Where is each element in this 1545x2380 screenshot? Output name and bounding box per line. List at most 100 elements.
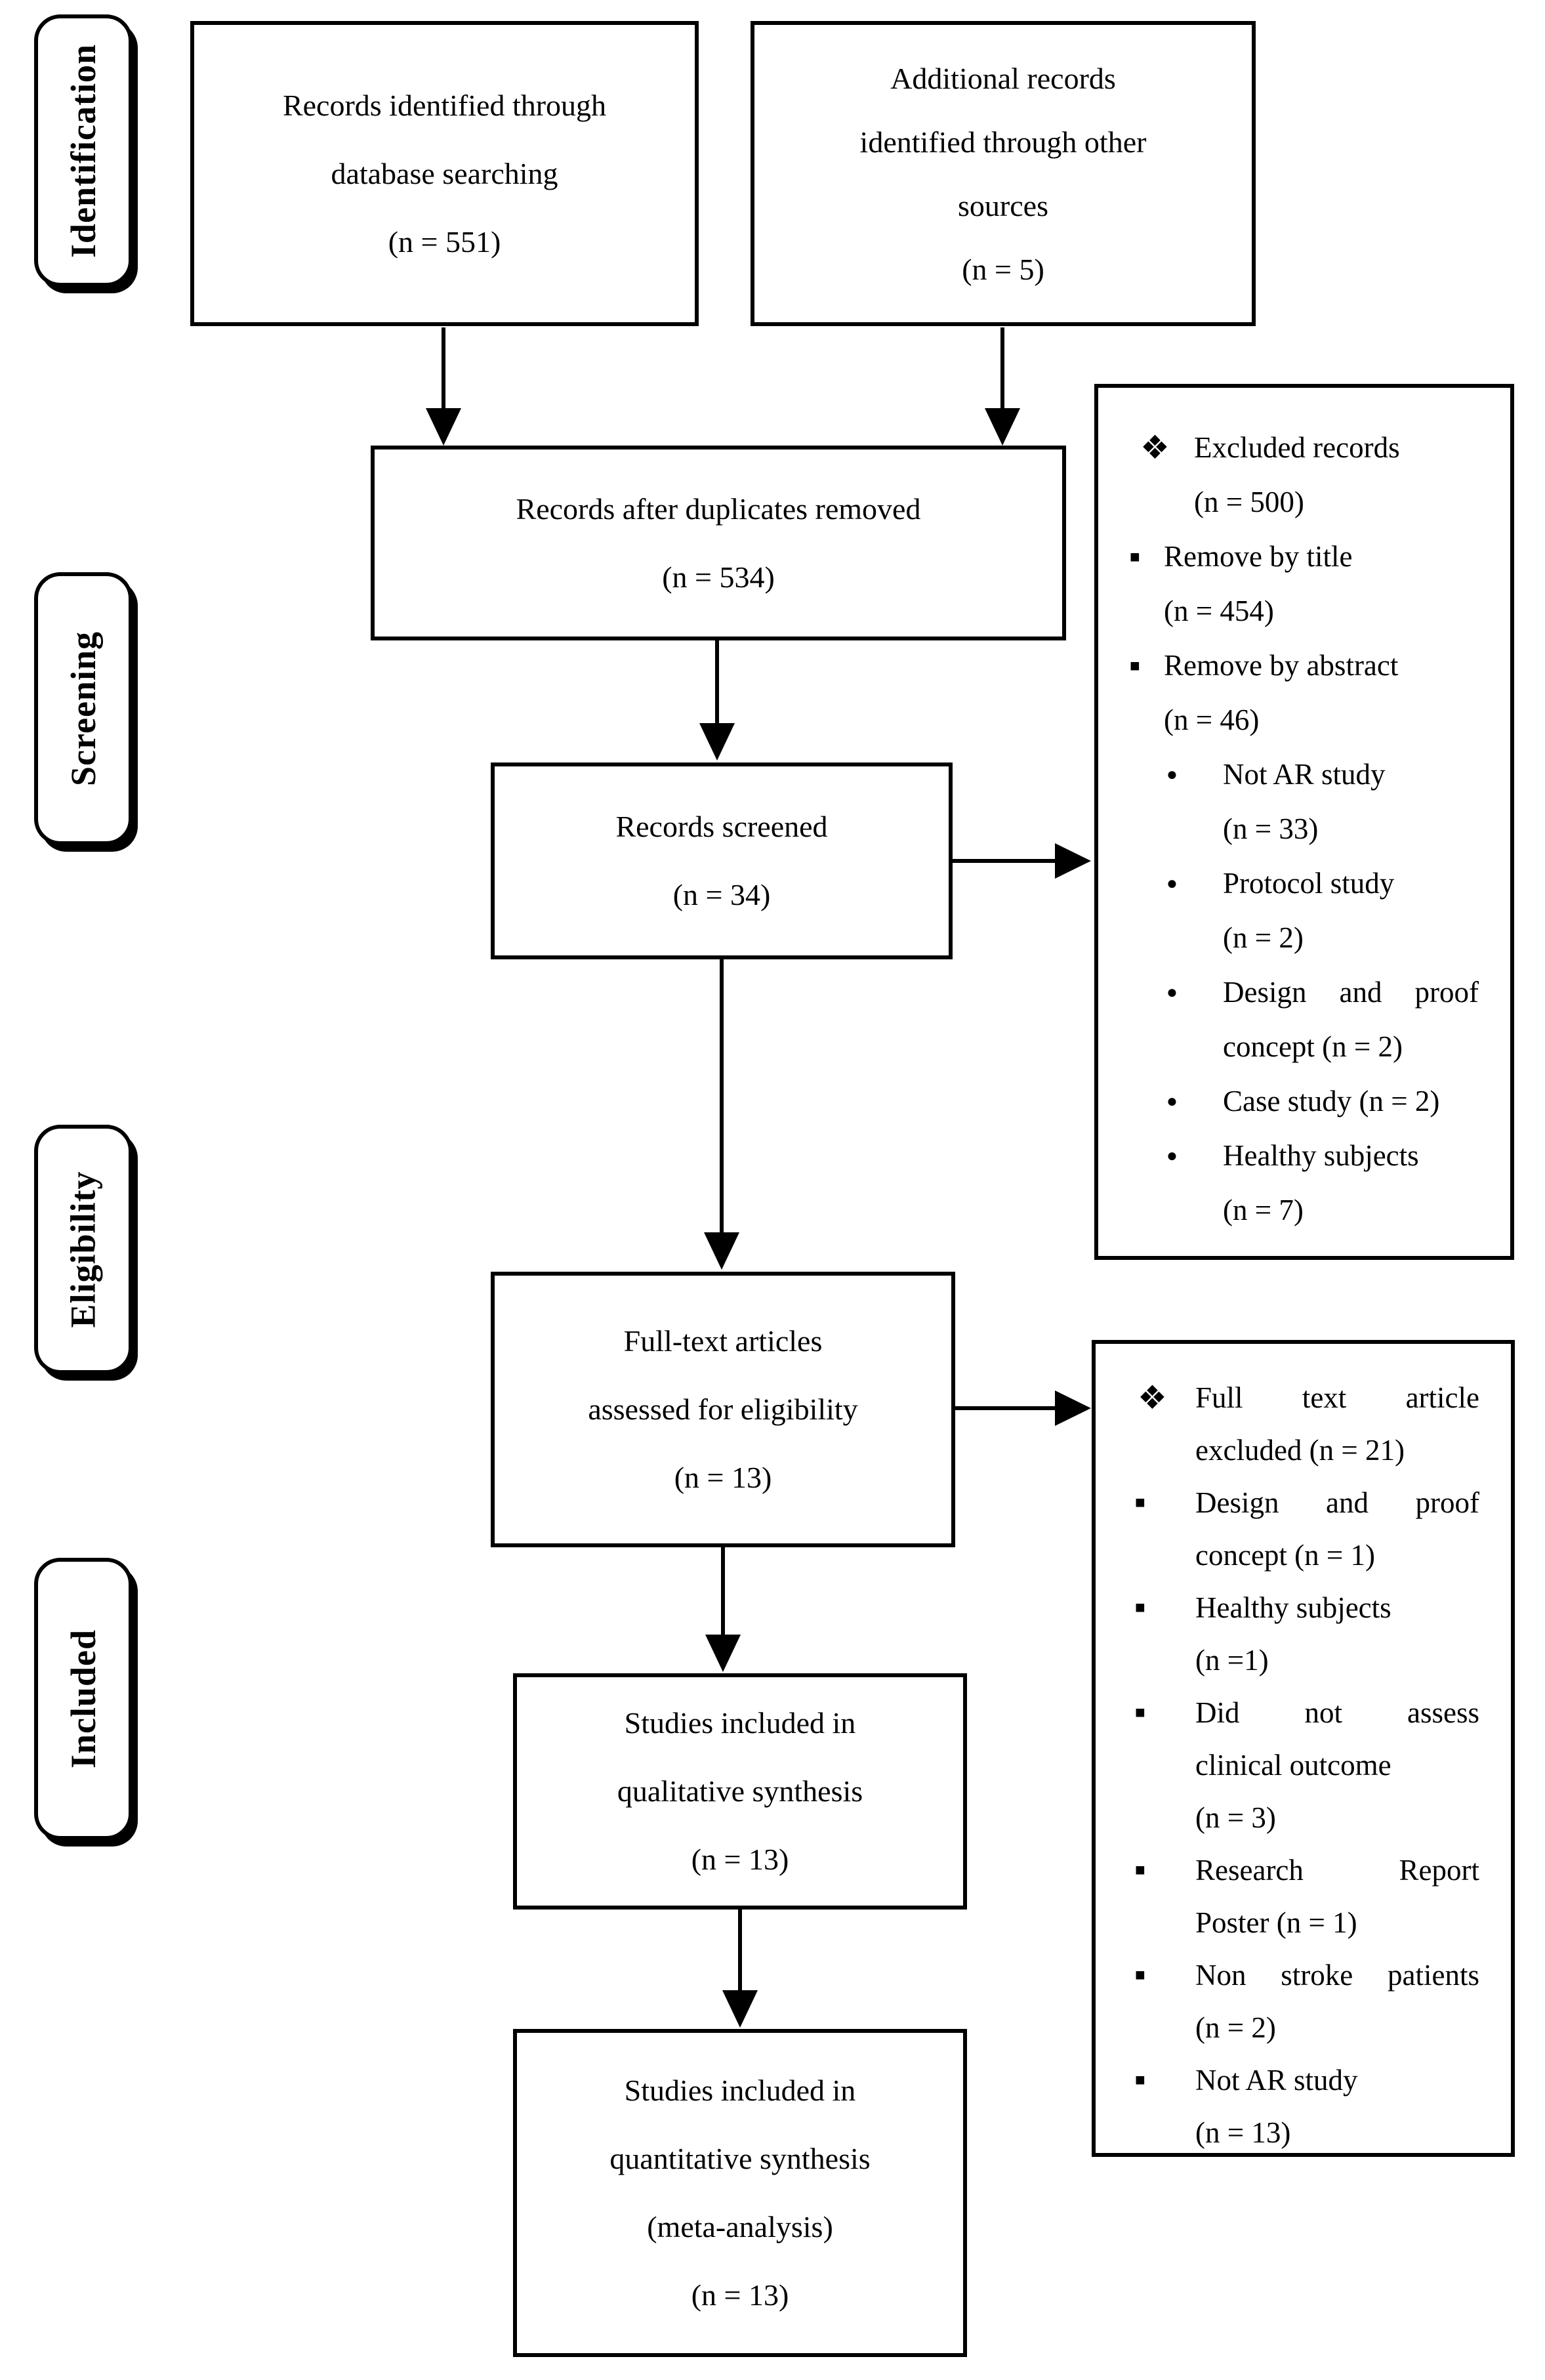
exclusion-item: ■ Remove by abstract (n = 46) bbox=[1098, 638, 1510, 747]
diamond-bullet-icon: ❖ bbox=[1138, 1379, 1167, 1416]
arrow-head-qualitative-to-quantitative bbox=[722, 1990, 758, 2028]
arrow-head-screened-to-fulltext bbox=[704, 1232, 739, 1270]
exclusion-text: Case study (n = 2) bbox=[1223, 1074, 1510, 1129]
circle-bullet-icon: ● bbox=[1166, 764, 1178, 785]
stage-label-text: Identification bbox=[64, 43, 104, 258]
square-bullet-icon: ■ bbox=[1135, 2070, 1145, 2089]
box-fulltext-exclusions: ❖ Full text article excluded (n = 21) ■ Desi… bbox=[1092, 1340, 1515, 2157]
arrow-line-qualitative-to-quantitative bbox=[738, 1910, 742, 1990]
box-line: (n = 13) bbox=[674, 1461, 772, 1494]
arrow-head-duplicates-to-screened bbox=[699, 723, 735, 761]
square-bullet-icon: ■ bbox=[1135, 1703, 1145, 1722]
exclusion-text: Not AR study(n = 33) bbox=[1223, 747, 1510, 856]
circle-bullet-icon: ● bbox=[1166, 1091, 1178, 1112]
exclusion-text: Remove by title (n = 454) bbox=[1164, 530, 1510, 638]
exclusion-item: ❖Excluded records(n = 500) bbox=[1098, 421, 1510, 530]
arrow-head-additional-to-duplicates bbox=[985, 408, 1020, 446]
square-bullet-icon: ■ bbox=[1130, 656, 1140, 675]
box-line: (meta-analysis) bbox=[647, 2210, 833, 2244]
exclusion-line: Poster (n = 1) bbox=[1195, 1906, 1357, 1939]
stage-label-included: Included bbox=[34, 1558, 133, 1840]
exclusion-line: (n = 2) bbox=[1195, 2011, 1276, 2044]
exclusion-line: Research Report bbox=[1195, 1854, 1479, 1887]
exclusion-text: Healthy subjects(n = 7) bbox=[1223, 1129, 1510, 1238]
stage-label-text: Eligibility bbox=[64, 1171, 103, 1328]
square-bullet-icon: ■ bbox=[1130, 547, 1140, 566]
exclusion-item: ■ Remove by title (n = 454) bbox=[1098, 530, 1510, 638]
stage-label-text: Screening bbox=[64, 631, 103, 786]
stage-label-screening: Screening bbox=[34, 572, 133, 845]
arrow-head-screened-to-exclusions bbox=[1055, 843, 1091, 879]
stage-label-identification: Identification bbox=[34, 14, 133, 287]
box-additional-records: Additional records identified through ot… bbox=[751, 21, 1256, 326]
box-line: (n = 551) bbox=[388, 224, 501, 259]
circle-bullet-icon: ● bbox=[1166, 873, 1178, 894]
exclusion-item: ❖ Full text article excluded (n = 21) bbox=[1096, 1371, 1511, 1476]
box-line: (n = 13) bbox=[691, 2278, 789, 2312]
exclusion-line: Did not assess bbox=[1195, 1696, 1479, 1729]
box-fulltext-assessed: Full-text articles assessed for eligibil… bbox=[491, 1272, 955, 1547]
arrow-line-fulltext-to-exclusions bbox=[955, 1406, 1055, 1410]
exclusion-line: Non stroke patients bbox=[1195, 1959, 1479, 1992]
exclusion-text: Not AR study (n = 13) bbox=[1195, 2054, 1511, 2159]
box-duplicates-removed: Records after duplicates removed (n = 53… bbox=[371, 446, 1066, 640]
square-bullet-icon: ■ bbox=[1135, 1860, 1145, 1879]
box-line: Additional records bbox=[890, 61, 1116, 95]
exclusion-text: Remove by abstract (n = 46) bbox=[1164, 638, 1510, 747]
exclusion-line: concept (n = 1) bbox=[1195, 1539, 1376, 1572]
exclusion-item: ● Healthy subjects(n = 7) bbox=[1098, 1129, 1510, 1238]
box-line: assessed for eligibility bbox=[588, 1392, 858, 1426]
exclusion-line: Remove by abstract bbox=[1164, 649, 1399, 682]
exclusion-line: Design and proof bbox=[1223, 976, 1479, 1009]
arrow-line-screened-to-fulltext bbox=[720, 959, 724, 1232]
exclusion-line: Excluded records bbox=[1194, 431, 1400, 464]
box-qualitative-synthesis: Studies included in qualitative synthesi… bbox=[513, 1673, 967, 1910]
arrow-head-fulltext-to-qualitative bbox=[705, 1635, 741, 1672]
exclusion-line: (n = 33) bbox=[1223, 812, 1319, 845]
exclusion-line: Protocol study bbox=[1223, 867, 1395, 900]
box-line: Records screened bbox=[615, 810, 828, 843]
exclusion-line: Full text article bbox=[1195, 1381, 1479, 1414]
box-line: Records identified through bbox=[282, 88, 607, 122]
exclusion-text: Protocol study(n = 2) bbox=[1223, 856, 1510, 965]
exclusion-line: concept (n = 2) bbox=[1223, 1030, 1403, 1063]
box-line: Studies included in bbox=[624, 2074, 856, 2107]
box-line: identified through other bbox=[859, 125, 1147, 159]
exclusion-line: (n = 3) bbox=[1195, 1801, 1276, 1834]
box-records-screened: Records screened (n = 34) bbox=[491, 762, 953, 959]
exclusion-item: ● Not AR study(n = 33) bbox=[1098, 747, 1510, 856]
exclusion-line: Healthy subjects bbox=[1195, 1591, 1391, 1624]
arrow-line-identified-to-duplicates bbox=[442, 327, 445, 408]
box-line: (n = 5) bbox=[962, 252, 1044, 286]
exclusion-line: Not AR study bbox=[1195, 2064, 1358, 2097]
exclusion-line: Remove by title bbox=[1164, 540, 1353, 573]
exclusion-line: (n = 7) bbox=[1223, 1194, 1304, 1226]
box-line: Studies included in bbox=[624, 1706, 856, 1740]
exclusion-line: (n = 46) bbox=[1164, 703, 1260, 736]
exclusion-line: excluded (n = 21) bbox=[1195, 1434, 1405, 1467]
exclusion-line: Case study (n = 2) bbox=[1223, 1085, 1440, 1117]
exclusion-item: ■Non stroke patients(n = 2) bbox=[1096, 1949, 1511, 2054]
exclusion-line: (n = 13) bbox=[1195, 2116, 1291, 2149]
circle-bullet-icon: ● bbox=[1166, 1146, 1178, 1166]
arrow-line-duplicates-to-screened bbox=[715, 640, 719, 723]
exclusion-text: Full text article excluded (n = 21) bbox=[1195, 1371, 1511, 1476]
arrow-line-additional-to-duplicates bbox=[1000, 327, 1004, 408]
box-line: sources bbox=[958, 188, 1048, 222]
square-bullet-icon: ■ bbox=[1135, 1493, 1145, 1512]
exclusion-line: (n = 454) bbox=[1164, 595, 1274, 627]
box-line: database searching bbox=[331, 156, 558, 190]
exclusion-line: Design and proof bbox=[1195, 1486, 1479, 1519]
exclusion-line: (n =1) bbox=[1195, 1644, 1269, 1677]
exclusion-text: Non stroke patients (n = 2) bbox=[1195, 1949, 1511, 2054]
box-quantitative-synthesis: Studies included in quantitative synthes… bbox=[513, 2029, 967, 2357]
box-line: (n = 534) bbox=[662, 560, 775, 594]
diamond-bullet-icon: ❖ bbox=[1140, 429, 1170, 466]
exclusion-item: ● Protocol study(n = 2) bbox=[1098, 856, 1510, 965]
